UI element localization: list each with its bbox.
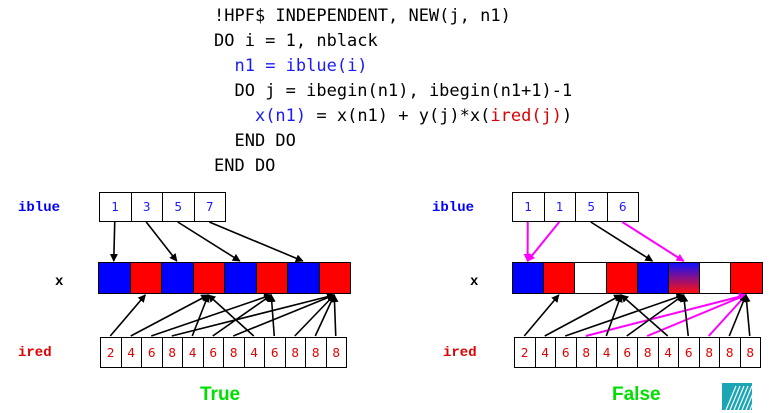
ired-arrow: [110, 295, 145, 336]
iblue-arrow: [528, 222, 560, 261]
ired-arrow: [213, 295, 272, 336]
ired-arrow: [334, 295, 336, 336]
iblue-arrow: [591, 222, 653, 261]
ired-arrow: [524, 295, 559, 336]
iblue-arrow: [622, 222, 683, 261]
ired-arrow: [621, 295, 668, 336]
ired-arrow: [684, 295, 689, 336]
iblue-arrow: [146, 222, 177, 261]
ired-arrow: [271, 295, 274, 336]
logo-icon: [722, 383, 752, 413]
ired-arrow: [709, 295, 746, 336]
ired-arrow: [295, 295, 335, 336]
ired-arrow: [746, 295, 750, 336]
iblue-arrow: [178, 222, 240, 261]
ired-arrow: [233, 295, 334, 336]
ired-arrow: [192, 295, 208, 336]
iblue-arrow: [209, 222, 303, 261]
ired-arrow: [627, 295, 684, 336]
iblue-arrow: [114, 222, 115, 261]
ired-arrow: [208, 295, 254, 336]
